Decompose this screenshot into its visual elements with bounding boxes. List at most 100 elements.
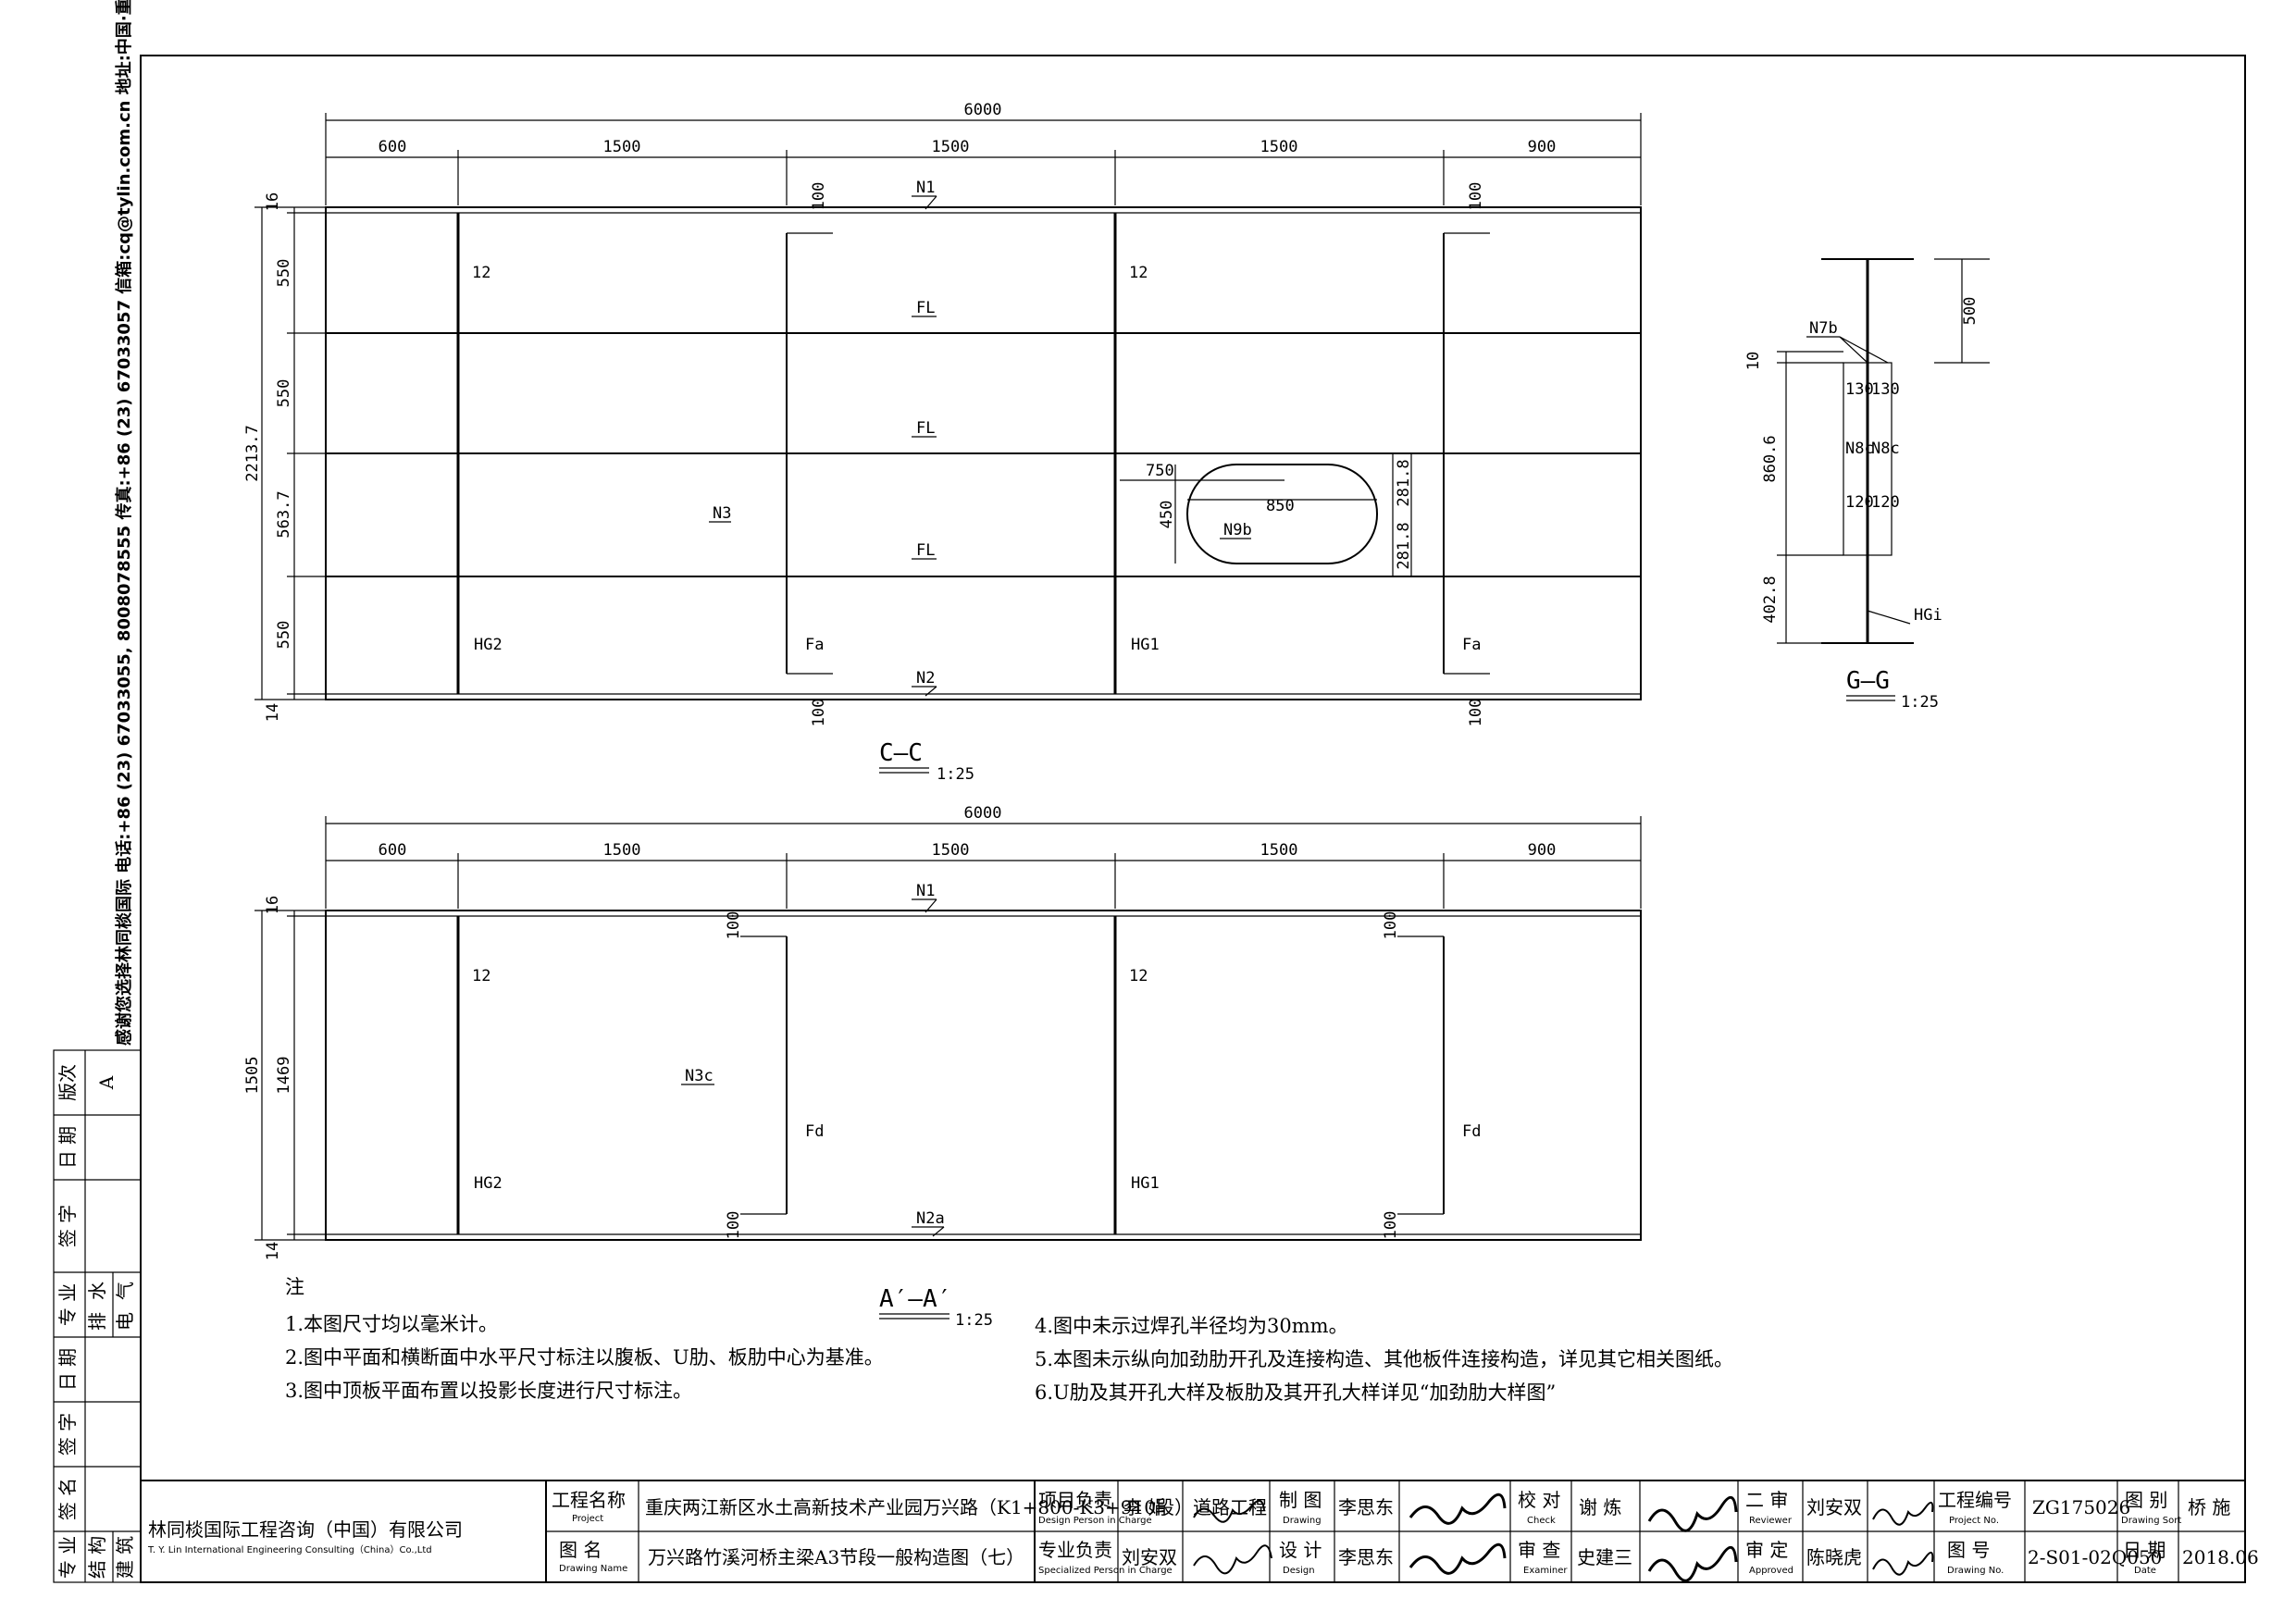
signature-review [1647,1546,1738,1582]
side-arch: 建 筑 [114,1536,136,1579]
note-4: 4.图中未示过焊孔半径均为30mm。 [1035,1315,1348,1337]
drawing-label-en: Drawing Name [559,1564,627,1574]
dim-aa-100-a: 100 [725,911,743,940]
dim-seg-1: 600 [379,138,407,156]
draw-label: 制 图 [1279,1489,1322,1511]
side-strip: 感谢您选择林同棪国际 电话:+86 (23) 67033055, 8008078… [53,0,142,1583]
proj-no-label: 工程编号 [1938,1489,2012,1511]
label-n2-cc: N2 [916,669,935,688]
oval-hole [1186,464,1378,564]
label-fa-2: Fa [1462,636,1481,654]
label-hg2-aa: HG2 [474,1174,503,1193]
dim-cc-14: 14 [264,703,282,722]
label-fa-1: Fa [805,636,824,654]
company-contact: 感谢您选择林同棪国际 电话:+86 (23) 67033055, 8008078… [114,0,134,1046]
review2-name: 刘安双 [1806,1496,1862,1518]
dim-aa-seg-3: 1500 [932,841,970,860]
check-name: 谢 炼 [1579,1496,1621,1518]
dim-gg-130a: 130 [1845,380,1874,399]
side-electric: 电 [114,1312,136,1331]
side-discipline-2: 专 业 [56,1536,79,1579]
drawing-name: 万兴路竹溪河桥主梁A3节段一般构造图（七） [648,1546,1024,1568]
scale-gg: 1:25 [1901,693,1939,712]
dim-hole-850: 850 [1266,497,1295,515]
sort-label-en: Drawing Sort [2121,1516,2181,1526]
signature-review2 [1872,1502,1934,1526]
project-label-en: Project [572,1514,603,1524]
spec-label: 专业负责 [1038,1539,1112,1561]
side-structure: 结 构 [86,1536,108,1579]
title-block: 林同棪国际工程咨询（中国）有限公司 T. Y. Lin Internationa… [141,1480,2259,1582]
dim-seg-2: 1500 [603,138,641,156]
design-name: 李思东 [1338,1546,1394,1568]
label-n3: N3 [713,504,731,523]
section-title-aa: A′—A′ [879,1285,951,1313]
label-n1-aa: N1 [916,882,935,900]
section-title-gg: G—G [1846,667,1890,695]
draw-name: 李思东 [1338,1496,1394,1518]
scale-cc: 1:25 [937,765,974,784]
dim-aa-height: 1505 [243,1057,262,1095]
date-label-en: Date [2134,1566,2156,1576]
label-fd-1: Fd [805,1122,824,1141]
approve-label: 审 定 [1745,1539,1788,1561]
label-fl-1: FL [916,299,935,317]
dim-total-cc: 6000 [964,101,1002,119]
label-hg2-cc: HG2 [474,636,503,654]
company-name-en: T. Y. Lin International Engineering Cons… [147,1544,432,1555]
label-12-b: 12 [1129,264,1148,282]
side-date-1: 日 期 [56,1126,79,1169]
label-n3c: N3c [685,1067,714,1085]
sort-value: 桥 施 [2188,1496,2230,1518]
project-name: 重庆两江新区水土高新技术产业园万兴路（K1+800-K3+910段）道路工程 [645,1496,1267,1518]
review2-label-en: Reviewer [1749,1516,1793,1526]
label-n8c-a: N8c [1845,440,1874,458]
label-aa-12-a: 12 [472,967,490,985]
company-name-cn: 林同棪国际工程咨询（中国）有限公司 [148,1518,463,1541]
dim-aa-seg-1: 600 [379,841,407,860]
spec-name: 刘安双 [1122,1546,1177,1568]
design-label-en: Design [1283,1566,1315,1576]
side-sign-1: 签 字 [56,1205,79,1247]
dim-cc-550c: 550 [275,621,293,650]
label-hgi: HGi [1914,606,1942,625]
side-drain: 排 [86,1312,108,1331]
dim-gg-130b: 130 [1871,380,1900,399]
label-fd-2: Fd [1462,1122,1481,1141]
side-date-2: 日 期 [56,1348,79,1391]
draw-label-en: Drawing [1283,1516,1322,1526]
label-n2a: N2a [916,1209,945,1228]
dim-100-b: 100 [1467,182,1485,211]
label-aa-12-b: 12 [1129,967,1148,985]
label-hg1-aa: HG1 [1131,1174,1160,1193]
dim-seg-5: 900 [1528,138,1557,156]
label-n8c-b: N8c [1871,440,1900,458]
notes: 注 1.本图尺寸均以毫米计。 2.图中平面和横断面中水平尺寸标注以腹板、U肋、板… [285,1276,1733,1404]
section-title-cc: C—C [879,739,923,767]
dim-aa-seg-4: 1500 [1260,841,1298,860]
scale-aa: 1:25 [955,1311,993,1330]
dim-aa-14: 14 [264,1242,282,1260]
approve-name: 陈晓虎 [1806,1546,1862,1568]
dim-aa-16: 16 [264,896,282,914]
dim-gg-4028: 402.8 [1761,576,1780,623]
dim-aa-100-b: 100 [1382,911,1400,940]
dim-hole-2818a: 281.8 [1395,459,1413,506]
dim-100-a: 100 [810,182,828,211]
dim-gg-500: 500 [1961,297,1980,326]
label-n7b: N7b [1809,319,1838,338]
pm-label-en: Design Person in Charge [1038,1516,1152,1526]
view-gg: 500 10 860.6 402.8 N7b 130 130 N8c N8c 1… [1744,258,1990,712]
dim-aa-seg-2: 1500 [603,841,641,860]
note-6: 6.U肋及其开孔大样及板肋及其开孔大样详见“加劲肋大样图” [1035,1381,1556,1404]
side-sign-3: 签 名 [56,1478,79,1520]
dwg-no: 2-S01-02Q050 [2028,1546,2162,1568]
dim-gg-120a: 120 [1845,493,1874,512]
note-5: 5.本图未示纵向加劲肋开孔及连接构造、其他板件连接构造，详见其它相关图纸。 [1035,1348,1733,1370]
label-fl-3: FL [916,541,935,560]
note-1: 1.本图尺寸均以毫米计。 [285,1313,498,1335]
signature-check [1647,1496,1738,1532]
view-aa: 6000 600 1500 1500 1500 900 1505 16 1469… [243,804,1642,1330]
label-12-a: 12 [472,264,490,282]
